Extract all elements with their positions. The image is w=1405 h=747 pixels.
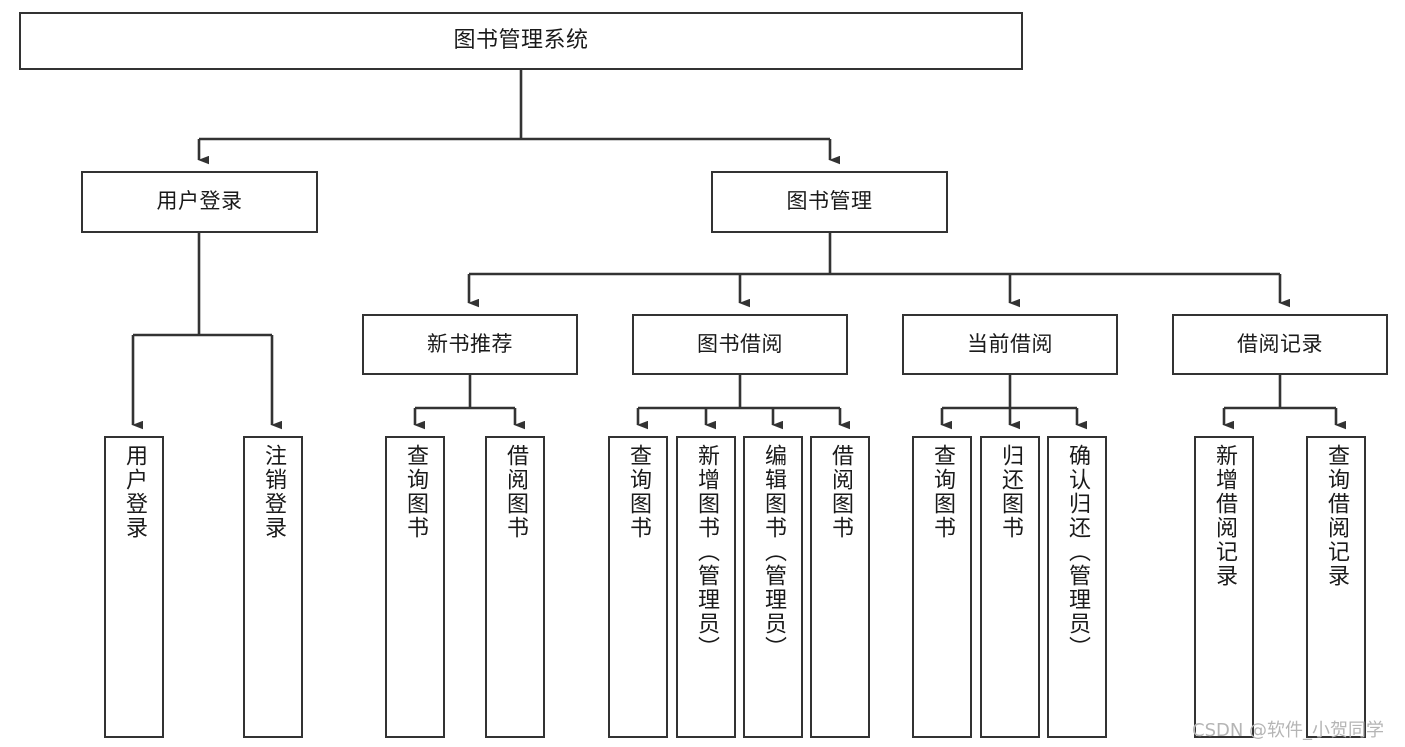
node-user-login[interactable]: 用户登录 [81,171,318,233]
node-borrow-record[interactable]: 借阅记录 [1172,314,1388,375]
node-new-book-recommend[interactable]: 新书推荐 [362,314,578,375]
node-leaf-borrow-book-label: 借阅图书 [828,444,853,540]
node-book-manage[interactable]: 图书管理 [711,171,948,233]
node-leaf-add-book[interactable]: 新增图书（管理员） [676,436,736,738]
node-leaf-query-book-current[interactable]: 查询图书 [912,436,972,738]
node-leaf-confirm-return[interactable]: 确认归还（管理员） [1047,436,1107,738]
node-leaf-return-book[interactable]: 归还图书 [980,436,1040,738]
node-leaf-edit-book-label: 编辑图书（管理员） [761,444,786,660]
node-leaf-query-borrow-record[interactable]: 查询借阅记录 [1306,436,1366,738]
node-leaf-confirm-return-label: 确认归还（管理员） [1065,444,1090,660]
node-leaf-query-book-borrow-label: 查询图书 [626,444,651,540]
node-book-manage-label: 图书管理 [786,189,873,214]
node-leaf-logout-login-label: 注销登录 [261,444,286,540]
node-book-borrow-label: 图书借阅 [697,331,783,356]
node-new-book-recommend-label: 新书推荐 [427,331,513,356]
node-root[interactable]: 图书管理系统 [19,12,1023,70]
node-leaf-query-book-borrow[interactable]: 查询图书 [608,436,668,738]
node-user-login-label: 用户登录 [156,189,243,214]
node-leaf-return-book-label: 归还图书 [998,444,1023,540]
node-leaf-add-borrow-record-label: 新增借阅记录 [1212,444,1237,588]
node-leaf-user-login[interactable]: 用户登录 [104,436,164,738]
node-leaf-borrow-book[interactable]: 借阅图书 [810,436,870,738]
node-leaf-logout-login[interactable]: 注销登录 [243,436,303,738]
node-leaf-add-borrow-record[interactable]: 新增借阅记录 [1194,436,1254,738]
node-current-borrow[interactable]: 当前借阅 [902,314,1118,375]
node-root-label: 图书管理系统 [453,27,589,53]
node-leaf-edit-book[interactable]: 编辑图书（管理员） [743,436,803,738]
node-leaf-query-borrow-record-label: 查询借阅记录 [1324,444,1349,588]
node-book-borrow[interactable]: 图书借阅 [632,314,848,375]
node-leaf-borrow-book-recommend[interactable]: 借阅图书 [485,436,545,738]
node-leaf-query-book-current-label: 查询图书 [930,444,955,540]
node-leaf-borrow-book-recommend-label: 借阅图书 [503,444,528,540]
node-leaf-add-book-label: 新增图书（管理员） [694,444,719,660]
node-leaf-query-book-recommend-label: 查询图书 [403,444,428,540]
node-current-borrow-label: 当前借阅 [967,331,1053,356]
node-borrow-record-label: 借阅记录 [1237,331,1323,356]
node-leaf-query-book-recommend[interactable]: 查询图书 [385,436,445,738]
node-leaf-user-login-label: 用户登录 [122,444,147,540]
